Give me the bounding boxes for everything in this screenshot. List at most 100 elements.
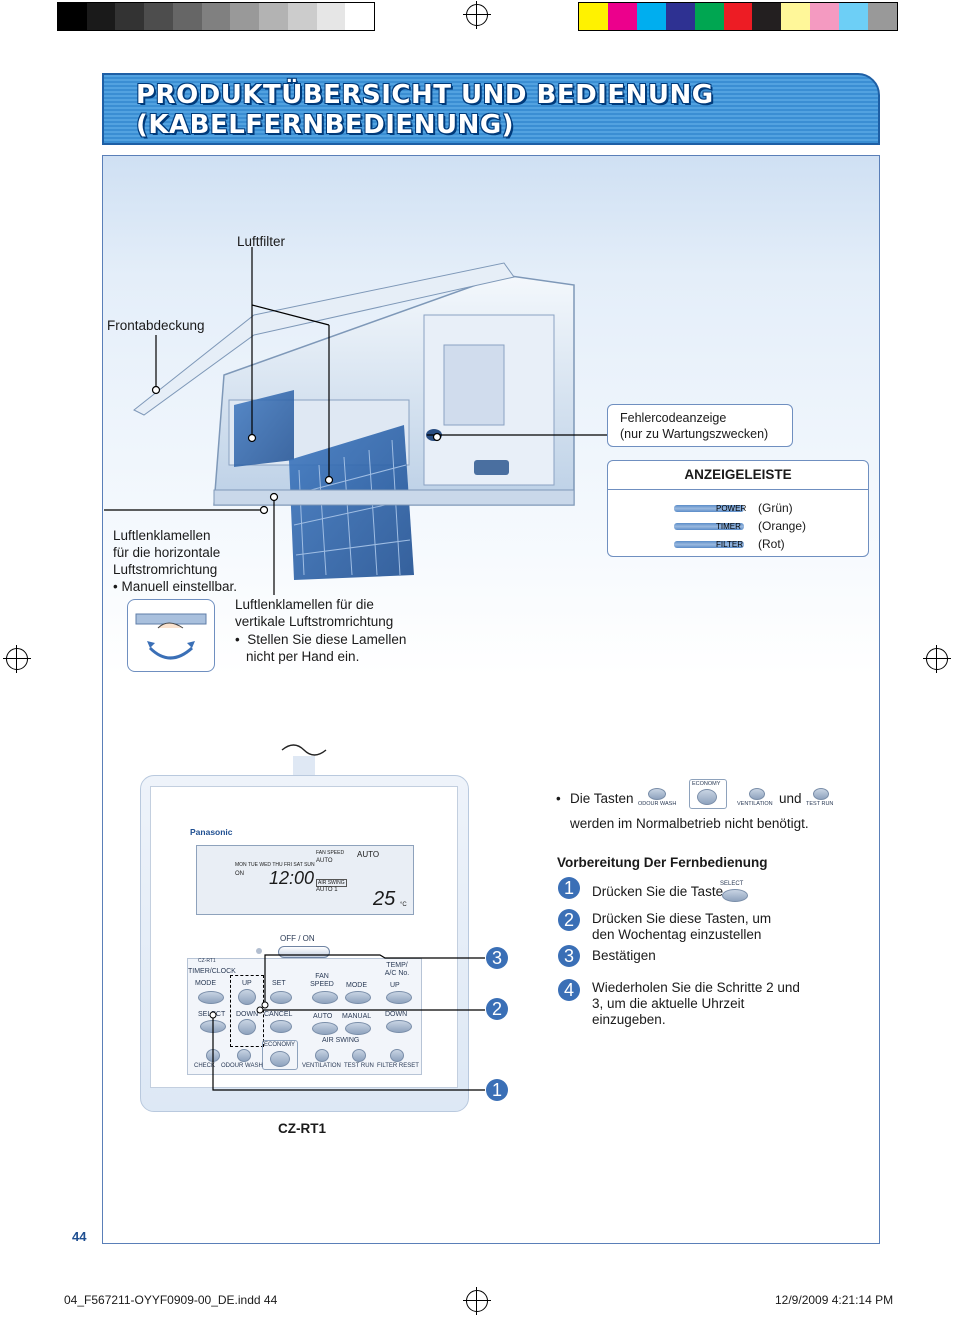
page-number: 44 <box>72 1229 87 1244</box>
indicator-filter: FILTER (Rot) <box>674 535 785 553</box>
power-led <box>674 504 744 512</box>
economy-button[interactable] <box>270 1051 290 1067</box>
title-banner <box>102 73 880 145</box>
step-3-number: 3 <box>558 945 580 967</box>
notes-economy: ECONOMY <box>692 781 721 787</box>
test-run-icon <box>813 788 829 800</box>
economy-icon-frame <box>689 779 727 809</box>
indicator-timer: TIMER (Orange) <box>674 517 806 535</box>
temp-down-label: DOWN <box>385 1011 408 1018</box>
display-panel-title: ANZEIGELEISTE <box>608 461 868 490</box>
model-label: CZ-RT1 <box>278 1121 326 1136</box>
select-icon <box>722 889 748 902</box>
lcd-screen: MON TUE WED THU FRI SAT SUN ON 12:00 FAN… <box>196 845 414 915</box>
test-run-button[interactable] <box>352 1049 366 1062</box>
step-2-number: 2 <box>558 909 580 931</box>
temp-up-button[interactable] <box>386 991 412 1004</box>
fan-speed-label: FAN SPEED <box>310 973 334 988</box>
display-panel-box: ANZEIGELEISTE POWER (Grün) TIMER (Orange… <box>607 460 869 557</box>
step-4-number: 4 <box>558 979 580 1001</box>
notes-test-run: TEST RUN <box>806 801 834 807</box>
notes-line2: werden im Normalbetrieb nicht benötigt. <box>570 816 809 831</box>
vertical-louver-note: • Stellen Sie diese Lamellen nicht per H… <box>235 632 407 664</box>
air-swing-label: AIR SWING <box>322 1037 360 1044</box>
footer-date: 12/9/2009 4:21:14 PM <box>775 1293 894 1307</box>
label-horizontal-louver: Luftlenklamellen für die horizontale Luf… <box>113 528 238 594</box>
registration-mark-icon <box>463 1287 491 1315</box>
mode-button[interactable] <box>345 991 371 1004</box>
off-on-label: OFF / ON <box>280 934 315 943</box>
step-2-text: Drücken Sie diese Tasten, um den Wochent… <box>592 911 772 942</box>
model-small: CZ-RT1 <box>198 958 216 964</box>
filter-reset-label: FILTER RESET <box>377 1063 419 1069</box>
error-code-box: Fehlercodeanzeige (nur zu Wartungszwecke… <box>607 404 793 447</box>
status-lamp <box>256 948 262 954</box>
brand-logo: Panasonic <box>190 827 233 837</box>
step-4-text: Wiederholen Sie die Schritte 2 und 3, um… <box>592 980 800 1027</box>
set-button[interactable] <box>270 991 292 1004</box>
step-1-text: Drücken Sie die Taste <box>592 884 724 899</box>
temp-up-label: UP <box>390 982 400 989</box>
step-1-select-label: SELECT <box>720 881 744 887</box>
registration-mark-icon <box>463 1 491 29</box>
notes-odour-wash: ODOUR WASH <box>638 801 677 807</box>
indicator-power: POWER (Grün) <box>674 499 793 517</box>
day-buttons-highlight <box>230 975 264 1047</box>
filter-reset-button[interactable] <box>390 1049 404 1062</box>
step-3-text: Bestätigen <box>592 948 656 963</box>
registration-mark-icon <box>3 645 31 673</box>
ventilation-icon <box>749 788 765 800</box>
fan-speed-button[interactable] <box>312 991 338 1004</box>
up-label: UP <box>242 980 252 987</box>
step-1-number: 1 <box>558 877 580 899</box>
timer-led <box>674 522 744 530</box>
bullet: • <box>556 791 561 806</box>
down-label: DOWN <box>236 1011 259 1018</box>
display-panel-rows: POWER (Grün) TIMER (Orange) FILTER (Rot) <box>674 499 806 553</box>
filter-led <box>674 540 744 548</box>
odour-wash-icon <box>648 788 666 800</box>
button-panel <box>187 958 422 1075</box>
notes-die-tasten: Die Tasten <box>570 791 634 806</box>
page-title: PRODUKTÜBERSICHT UND BEDIENUNG (KABELFER… <box>136 80 714 140</box>
economy-icon <box>697 789 717 805</box>
down-button[interactable] <box>238 1019 256 1035</box>
preparation-title: Vorbereitung Der Fernbedienung <box>557 855 768 870</box>
callout-2: 2 <box>486 998 508 1020</box>
set-label: SET <box>272 980 286 987</box>
auto-label: AUTO <box>313 1013 333 1020</box>
ventilation-button[interactable] <box>315 1049 329 1062</box>
label-vertical-louver: Luftlenklamellen für die vertikale Lufts… <box>235 597 394 629</box>
check-label: CHECK <box>194 1063 216 1069</box>
auto-button[interactable] <box>312 1022 338 1035</box>
timer-mode-label: MODE <box>195 980 216 987</box>
test-run-label: TEST RUN <box>344 1063 374 1069</box>
footer-file: 04_F567211-OYYF0909-00_DE.indd 44 <box>64 1293 278 1307</box>
timer-clock-label: TIMER/CLOCK <box>188 968 236 975</box>
economy-label: ECONOMY <box>264 1042 296 1048</box>
mode-label: MODE <box>346 982 367 989</box>
odour-wash-label: ODOUR WASH <box>221 1063 263 1069</box>
label-luftfilter: Luftfilter <box>237 234 286 249</box>
up-button[interactable] <box>238 989 256 1005</box>
temp-down-button[interactable] <box>386 1020 412 1033</box>
timer-mode-button[interactable] <box>198 991 224 1004</box>
manual-button[interactable] <box>345 1022 371 1035</box>
air-conditioner-illustration <box>133 262 575 580</box>
temp-label: TEMP/ A/C No. <box>384 962 410 977</box>
economy-button-frame <box>262 1040 298 1070</box>
callout-1: 1 <box>486 1079 508 1101</box>
notes-und: und <box>779 791 802 806</box>
ventilation-label: VENTILATION <box>302 1063 341 1069</box>
cancel-label: CANCEL <box>264 1011 293 1018</box>
odour-wash-button[interactable] <box>237 1049 251 1062</box>
notes-ventilation: VENTILATION <box>737 801 773 807</box>
manual-label: MANUAL <box>342 1013 372 1020</box>
hand-adjust-icon <box>127 599 215 672</box>
grayscale-bar <box>57 2 375 31</box>
cancel-button[interactable] <box>270 1020 292 1033</box>
leader-lines <box>104 247 609 595</box>
label-frontabdeckung: Frontabdeckung <box>107 318 205 333</box>
callout-lines <box>209 954 485 1091</box>
callout-3: 3 <box>486 947 508 969</box>
